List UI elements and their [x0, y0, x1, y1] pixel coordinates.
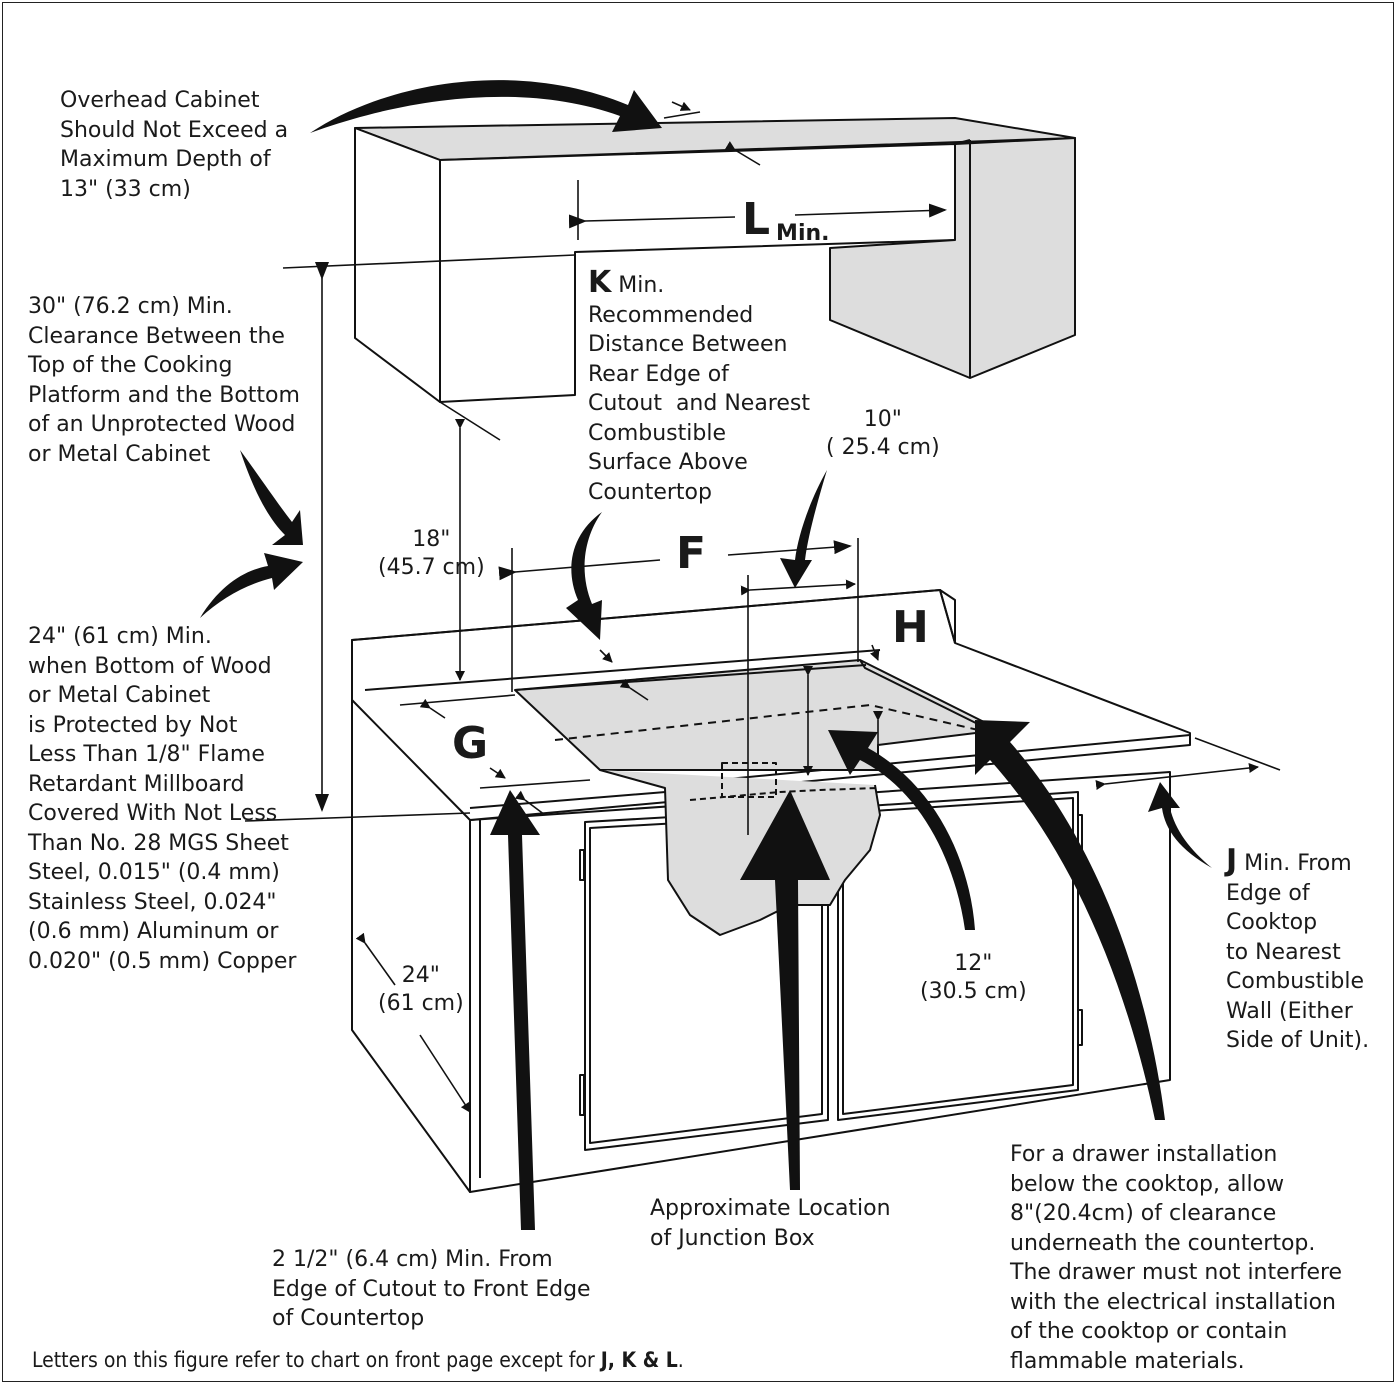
- overhead-cabinet-depth-label: Overhead Cabinet Should Not Exceed a Max…: [60, 88, 289, 202]
- clearance-24in-protected-label: 24" (61 cm) Min. when Bottom of Wood or …: [28, 624, 297, 974]
- letter-f: F: [676, 528, 707, 579]
- j-label-first-line: Min. From: [1237, 851, 1352, 876]
- k-clearance-label: K Min. Recommended Distance Between Rear…: [588, 268, 810, 507]
- callout-arrows: [200, 80, 1212, 1230]
- dimension-12in: 12" (30.5 cm): [920, 951, 1027, 1004]
- dimension-18in: 18" (45.7 cm): [378, 527, 485, 580]
- drawer-installation-note: For a drawer installation below the cook…: [1010, 1142, 1343, 1374]
- overhead-cabinet: [354, 117, 1076, 403]
- k-label-rest: Recommended Distance Between Rear Edge o…: [588, 302, 810, 505]
- letter-l-subscript: Min.: [776, 221, 830, 246]
- dimension-24in-depth: 24" (61 cm): [378, 963, 464, 1016]
- junction-box: [721, 762, 777, 798]
- letter-l-text: L: [742, 194, 771, 245]
- footnote-end: .: [677, 1348, 684, 1372]
- dimension-10in: 10" ( 25.4 cm): [826, 407, 940, 460]
- front-edge-clearance-label: 2 1/2" (6.4 cm) Min. From Edge of Cutout…: [272, 1247, 591, 1331]
- figure-footnote: Letters on this figure refer to chart on…: [32, 1346, 684, 1374]
- clearance-30in-label: 30" (76.2 cm) Min. Clearance Between the…: [28, 294, 300, 467]
- footnote-text: Letters on this figure refer to chart on…: [32, 1348, 601, 1372]
- letter-g: G: [452, 718, 489, 769]
- k-label-first-line: Min.: [611, 273, 665, 298]
- j-label-rest: Edge of Cooktop to Nearest Combustible W…: [1226, 880, 1370, 1054]
- letter-h: H: [892, 602, 929, 653]
- k-letter: K: [588, 265, 612, 300]
- footnote-bold: J, K & L: [600, 1348, 678, 1372]
- j-letter: J: [1226, 843, 1238, 878]
- junction-box-label: Approximate Location of Junction Box: [650, 1196, 891, 1251]
- j-clearance-label: J Min. From Edge of Cooktop to Nearest C…: [1226, 846, 1369, 1056]
